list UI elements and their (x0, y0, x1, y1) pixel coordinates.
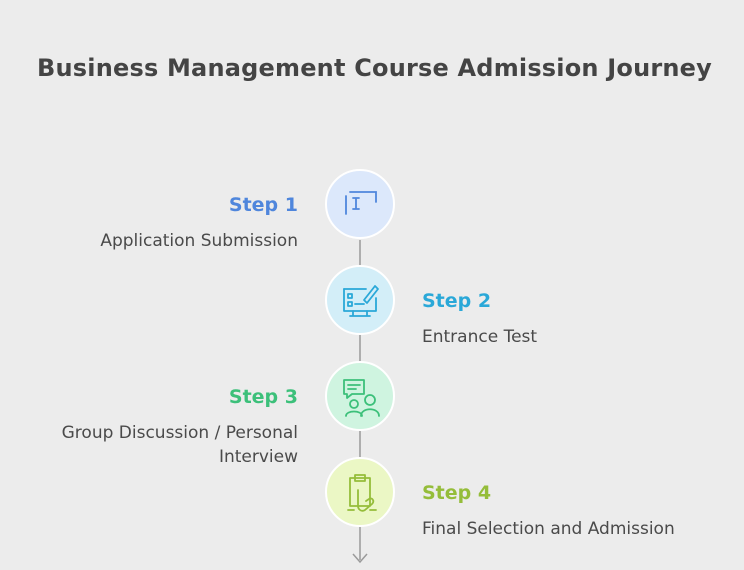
step-3-circle (325, 361, 395, 431)
step-2-circle (325, 265, 395, 335)
step-1-description: Application Submission (100, 231, 298, 251)
step-3-label: Step 3 (228, 386, 298, 408)
step-4-circle (325, 457, 395, 527)
text-cursor-icon (345, 191, 377, 215)
step-3-description: Group Discussion / Personal Interview (61, 423, 298, 467)
people-discussion-icon (343, 379, 380, 417)
clipboard-signing-icon (347, 474, 377, 512)
step-1-label: Step 1 (228, 194, 298, 216)
step-1-circle (325, 169, 395, 239)
step-2-description: Entrance Test (422, 327, 538, 347)
step-4-description: Final Selection and Admission (422, 519, 675, 539)
step-4-label: Step 4 (422, 482, 492, 504)
diagram-title: Business Management Course Admission Jou… (37, 54, 712, 82)
monitor-checklist-pencil-icon (343, 285, 379, 317)
arrow-down-icon (352, 553, 368, 564)
step-2-label: Step 2 (422, 290, 492, 312)
